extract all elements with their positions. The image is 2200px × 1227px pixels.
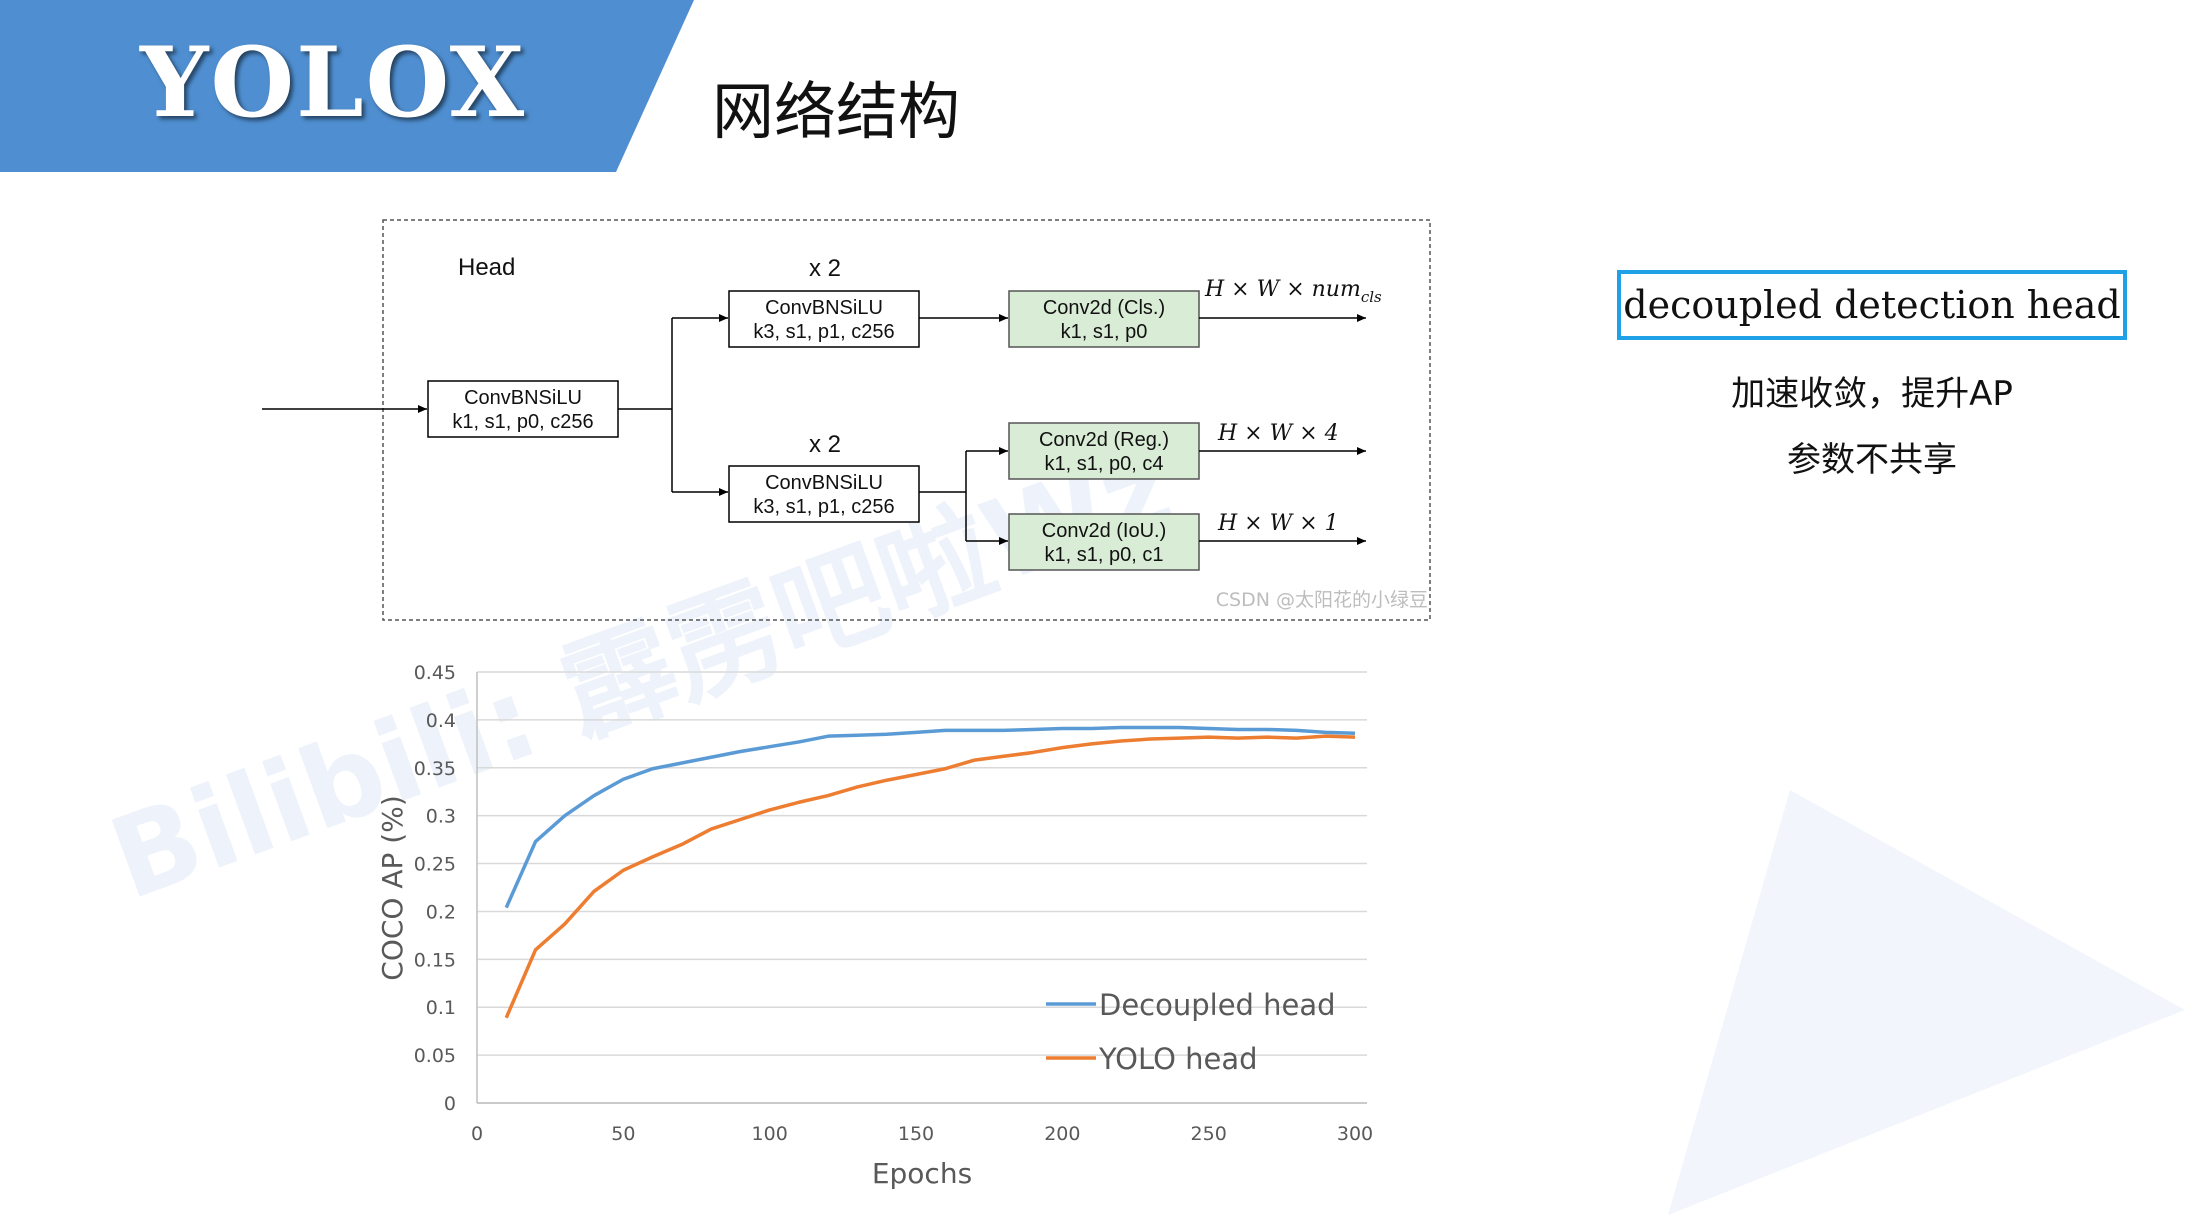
stem-block [427, 380, 619, 438]
reg-out-line1: Conv2d (Reg.) [1039, 429, 1169, 451]
chart-series-line-decoupled-head [504, 725, 1356, 909]
chart-y-tick-label: 0.35 [414, 758, 456, 780]
chart-series-line-yolo-head [504, 734, 1356, 1019]
chart-x-ticks: 0 50 100 150 200 250 300 [471, 1123, 1373, 1145]
ap-vs-epochs-chart: 0 0.05 0.1 0.15 0.2 0.25 0.3 0.35 0.4 0.45 0 50 100… [376, 662, 1373, 1190]
chart-series [504, 725, 1356, 1019]
stem-block-line1: ConvBNSiLU [464, 387, 582, 409]
header-banner [0, 0, 694, 172]
head-label: Head [458, 254, 515, 281]
iou-output-label: H × W × 1 [1217, 511, 1339, 536]
chart-x-tick-label: 50 [611, 1123, 635, 1145]
reg-conv-line2: k3, s1, p1, c256 [753, 496, 894, 518]
reg-conv-block [728, 465, 920, 523]
cls-conv-line1: ConvBNSiLU [765, 297, 883, 319]
head-diagram-frame [382, 219, 1431, 621]
iou-out-line1: Conv2d (IoU.) [1042, 520, 1167, 542]
chart-x-tick-label: 250 [1191, 1123, 1227, 1145]
chart-x-axis-label: Epochs [872, 1157, 972, 1190]
chart-y-tick-label: 0.25 [414, 854, 456, 876]
chart-y-tick-label: 0.45 [414, 662, 456, 684]
cls-output-label: H × W × numcls [1204, 277, 1382, 306]
decoupled-head-callout: decoupled detection head [1617, 270, 2127, 340]
chart-y-tick-label: 0.05 [414, 1045, 456, 1067]
chart-y-tick-label: 0.4 [426, 710, 456, 732]
chart-y-ticks: 0 0.05 0.1 0.15 0.2 0.25 0.3 0.35 0.4 0.45 [414, 662, 456, 1115]
head-diagram: Head ConvBNSiLU k1, s1, p0, c256 x 2 Con… [262, 219, 1431, 621]
chart-x-tick-label: 100 [752, 1123, 788, 1145]
cls-conv-block [728, 290, 920, 348]
cls-conv-line2: k3, s1, p1, c256 [753, 321, 894, 343]
chart-x-tick-label: 200 [1044, 1123, 1080, 1145]
chart-grid [476, 671, 1367, 1104]
callout-note-convergence: 加速收敛，提升AP [1731, 374, 2013, 414]
watermark: Bilibili: 霹雳吧啦Wz [95, 421, 1189, 925]
chart-legend-label: YOLO head [1098, 1042, 1258, 1076]
reg-conv-line1: ConvBNSiLU [765, 472, 883, 494]
chart-y-axis-label: COCO AP (%) [376, 795, 409, 980]
reg-output-label: H × W × 4 [1217, 421, 1339, 446]
cls-out-line1: Conv2d (Cls.) [1043, 297, 1165, 319]
credit-watermark: CSDN @太阳花的小绿豆 [1216, 589, 1428, 611]
chart-y-tick-label: 0.15 [414, 949, 456, 971]
chart-y-tick-label: 0 [444, 1093, 456, 1115]
stem-block-line2: k1, s1, p0, c256 [452, 411, 593, 433]
chart-x-tick-label: 150 [898, 1123, 934, 1145]
cls-out-block [1008, 290, 1200, 348]
cls-repeat-label: x 2 [809, 255, 841, 282]
chart-y-tick-label: 0.2 [426, 901, 456, 923]
split-connector [618, 318, 673, 492]
cls-out-line2: k1, s1, p0 [1061, 321, 1148, 343]
slide-title: YOLOX [140, 26, 527, 139]
chart-x-tick-label: 300 [1337, 1123, 1373, 1145]
iou-out-block [1008, 513, 1200, 571]
chart-y-tick-label: 0.1 [426, 997, 456, 1019]
chart-legend-label: Decoupled head [1099, 988, 1336, 1022]
reg-split-connector [919, 451, 967, 541]
callout-note-params: 参数不共享 [1787, 440, 1957, 480]
iou-out-line2: k1, s1, p0, c1 [1045, 544, 1164, 566]
page-heading: 网络结构 [712, 75, 961, 148]
reg-out-line2: k1, s1, p0, c4 [1045, 453, 1164, 475]
chart-x-tick-label: 0 [471, 1123, 483, 1145]
chart-y-tick-label: 0.3 [426, 806, 456, 828]
reg-repeat-label: x 2 [809, 431, 841, 458]
